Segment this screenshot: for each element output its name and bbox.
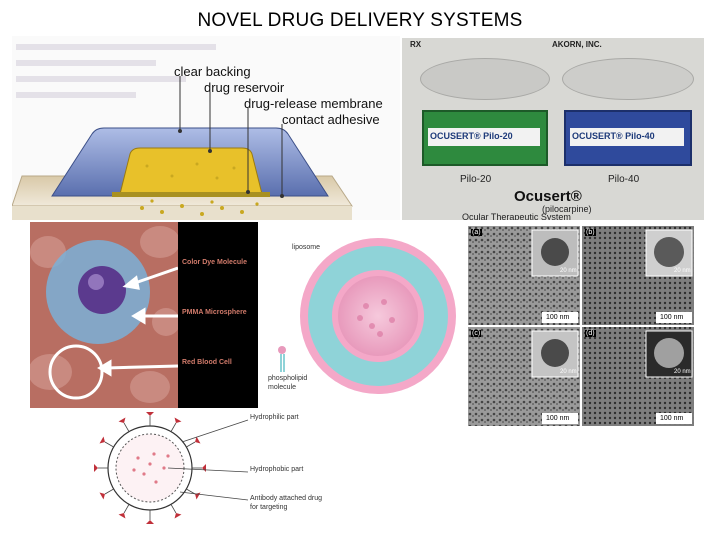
antibody-stem (123, 422, 130, 432)
antibody-head (202, 464, 206, 472)
core-texture (357, 299, 395, 337)
antibody-head (195, 436, 201, 444)
liposome-diagram: liposome phospholipid molecule (266, 222, 468, 414)
antibody-stem (170, 422, 177, 432)
antibody-stem (104, 441, 114, 448)
tem-grid (468, 226, 694, 426)
antibody-stem (186, 441, 196, 448)
pack-right: OCUSERT® Pilo-40 (564, 110, 692, 166)
slide-title: NOVEL DRUG DELIVERY SYSTEMS (197, 10, 523, 31)
tem-label-a: (a) (471, 229, 482, 236)
phospholipid-label: phospholipid molecule (268, 375, 308, 391)
hydrophilic-heads (94, 412, 206, 524)
tem-inset-scale-c: 20 nm (560, 369, 577, 375)
label-drug-release-membrane: drug-release membrane (244, 96, 383, 111)
antibody-head (118, 417, 126, 423)
box-left-label: Pilo-20 (460, 174, 492, 185)
antibody-stem (186, 488, 196, 495)
micelle-core (115, 433, 185, 503)
antibody-head (94, 464, 98, 472)
tem-inset-scale-b: 20 nm (674, 268, 691, 274)
microsphere-arrows (97, 266, 178, 377)
microsphere-illustration (30, 222, 178, 408)
ocusert-brand: Ocusert® (514, 188, 582, 205)
liposome-label: liposome (292, 244, 321, 251)
background-text-lines (16, 44, 216, 98)
rbc-outline (48, 344, 104, 400)
antibody-head (174, 417, 182, 423)
dye-molecule (78, 266, 126, 314)
antibody-head (146, 520, 154, 524)
pack-left-label: OCUSERT® Pilo-20 (430, 131, 513, 141)
micelle-illustration (94, 412, 249, 524)
liposome-illustration (278, 238, 456, 394)
antibody-head (146, 412, 154, 416)
skin-cross-section (12, 206, 352, 220)
drug-reservoir (119, 147, 263, 195)
label-pmma-microsphere: PMMA Microsphere (182, 309, 247, 316)
label-drug-reservoir: drug reservoir (204, 80, 285, 95)
ocular-insert-left (420, 58, 550, 100)
transdermal-patch-diagram: clear backing drug reservoir drug-releas… (12, 36, 400, 220)
tem-label-c: (c) (471, 330, 482, 337)
micelle-pointer-lines (167, 419, 249, 501)
micelle-diagram: Hydrophilic part Hydrophobic part Antibo… (58, 412, 328, 530)
rx-label: RX (410, 40, 422, 49)
label-clear-backing: clear backing (174, 64, 251, 79)
label-color-dye-molecule: Color Dye Molecule (182, 259, 247, 266)
antibody-stem (123, 504, 130, 514)
tem-label-d: (d) (585, 330, 596, 337)
antibody-stem (104, 488, 114, 495)
release-membrane (112, 192, 270, 197)
antibody-head (99, 436, 105, 444)
label-contact-adhesive: contact adhesive (282, 112, 380, 127)
box-right-label: Pilo-40 (608, 174, 640, 185)
ocusert-product-photo: RX AKORN, INC. OCUSERT® Pilo-20 OCUSERT®… (402, 38, 704, 220)
label-red-blood-cell: Red Blood Cell (182, 359, 232, 366)
phospholipid-molecule-icon (278, 346, 286, 372)
encapsulated-drug (132, 452, 170, 484)
ocusert-drug: (pilocarpine) (542, 204, 592, 214)
pack-right-label: OCUSERT® Pilo-40 (572, 131, 655, 141)
label-pointer-lines (178, 76, 284, 198)
manufacturer-label: AKORN, INC. (552, 40, 602, 49)
label-hydrophobic-part: Hydrophobic part (250, 466, 304, 473)
tem-label-b: (b) (585, 229, 596, 236)
antibody-head (118, 513, 126, 519)
tem-inset-scale-d: 20 nm (674, 369, 691, 375)
tem-scale-b: 100 nm (660, 314, 684, 321)
tem-scale-d: 100 nm (660, 415, 684, 422)
antibody-head (99, 492, 105, 500)
tem-micrographs: (a) (b) (c) (d) 20 nm 20 nm 20 nm 20 nm … (468, 226, 694, 428)
ocular-insert-right (562, 58, 694, 100)
patch-illustration (12, 44, 353, 220)
tem-inset-scale-a: 20 nm (560, 268, 577, 274)
antibody-stem (170, 504, 177, 514)
drug-particles (140, 162, 259, 216)
ocusert-system: Ocular Therapeutic System (462, 212, 571, 220)
aqueous-core (338, 276, 418, 356)
tem-scale-c: 100 nm (546, 415, 570, 422)
tem-scale-a: 100 nm (546, 314, 570, 321)
microsphere-panel: Color Dye Molecule PMMA Microsphere Red … (30, 222, 258, 408)
antibody-head (174, 513, 182, 519)
pack-left: OCUSERT® Pilo-20 (422, 110, 548, 166)
label-antibody-drug: Antibody attached drug for targeting (250, 495, 322, 511)
label-hydrophilic-part: Hydrophilic part (250, 414, 299, 421)
